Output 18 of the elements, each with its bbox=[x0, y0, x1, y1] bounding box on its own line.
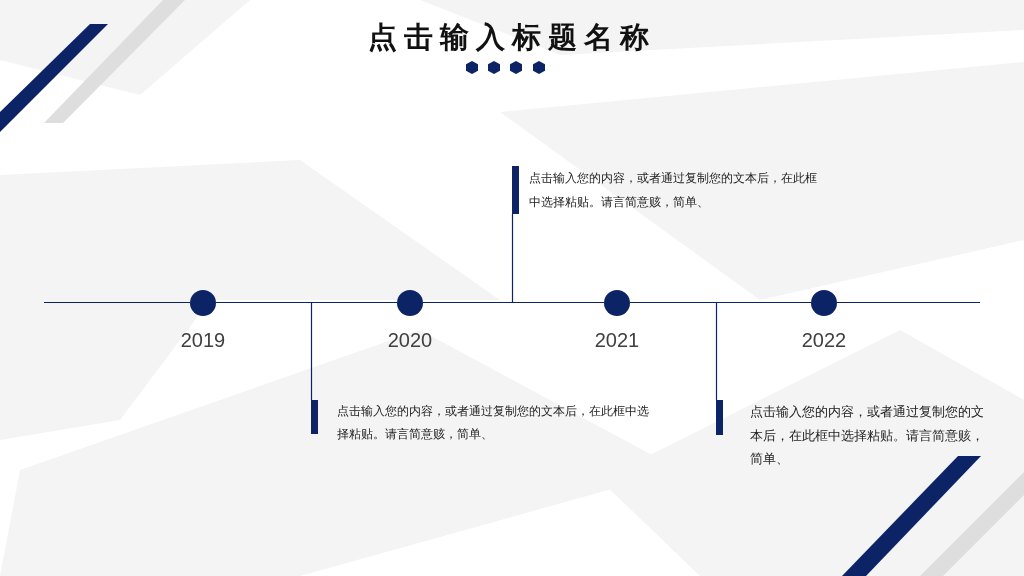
timeline-line bbox=[422, 301, 605, 304]
year-label: 2021 bbox=[594, 327, 640, 352]
leader-line bbox=[715, 301, 718, 401]
timeline-line bbox=[43, 301, 191, 304]
year-label: 2020 bbox=[387, 327, 433, 352]
leader-line bbox=[310, 301, 313, 401]
title: 点击输入标题名称 bbox=[368, 20, 656, 55]
year-label: 2019 bbox=[180, 327, 226, 352]
callout-text: 点击输入您的内容，或者通过复制您的文本后，在此框中选择粘贴。请言简意赅，简单、 bbox=[337, 403, 650, 443]
timeline-line bbox=[629, 301, 812, 304]
leader-line bbox=[511, 213, 514, 304]
timeline-dot bbox=[604, 289, 630, 316]
year-label: 2022 bbox=[801, 327, 847, 352]
timeline-dot bbox=[811, 289, 837, 316]
timeline-line bbox=[836, 301, 981, 304]
callout-text: 点击输入您的内容，或者通过复制您的文本后，在此框中选择粘贴。请言简意赅，简单、 bbox=[750, 403, 985, 468]
timeline-line bbox=[215, 301, 398, 304]
callout-text: 点击输入您的内容，或者通过复制您的文本后，在此框中选择粘贴。请言简意赅，简单、 bbox=[529, 170, 818, 211]
